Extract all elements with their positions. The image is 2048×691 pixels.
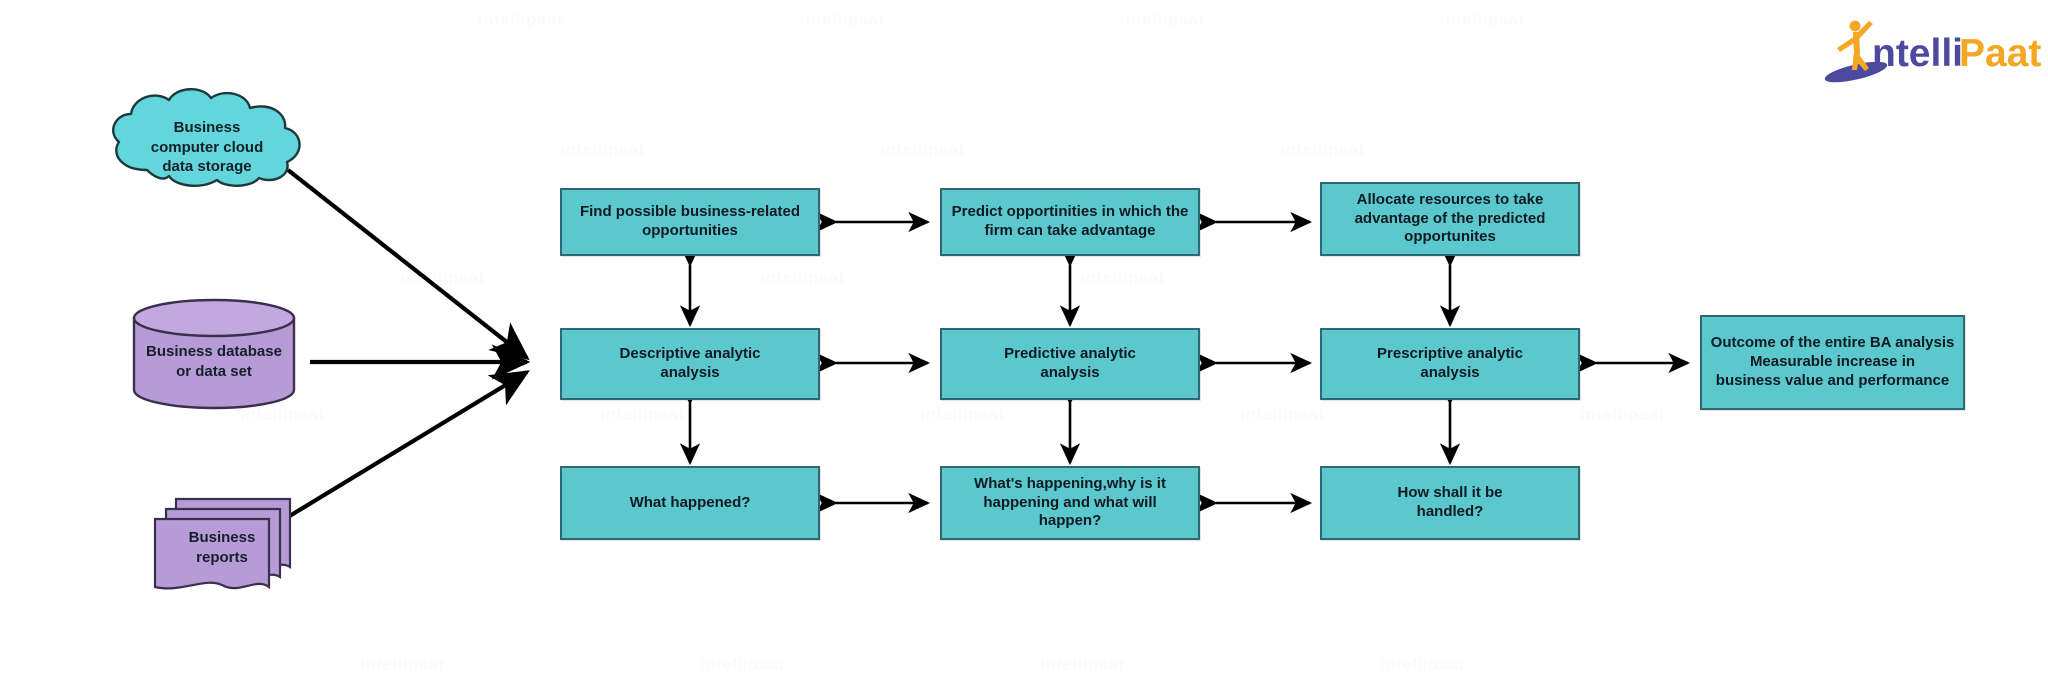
database-icon <box>132 298 296 410</box>
watermark: intellipaat <box>1080 268 1165 287</box>
intellipaat-logo: ntelli Paat <box>1824 14 2041 86</box>
watermark: intellipaat <box>360 655 445 674</box>
watermark: intellipaat <box>1580 405 1665 424</box>
watermark: intellipaat <box>700 655 785 674</box>
watermark: intellipaat <box>1280 140 1365 159</box>
watermark: intellipaat <box>760 268 845 287</box>
logo-text-primary: ntelli <box>1872 32 1963 75</box>
watermark: intellipaat <box>880 140 965 159</box>
watermark: intellipaat <box>560 140 645 159</box>
process-box-what-happened[interactable]: What happened? <box>560 466 820 540</box>
watermark: intellipaat <box>1040 655 1125 674</box>
watermark: intellipaat <box>1380 655 1465 674</box>
logo-text-accent: Paat <box>1959 32 2041 75</box>
watermark: intellipaat <box>1120 10 1205 29</box>
watermark: intellipaat <box>800 10 885 29</box>
watermark: intellipaat <box>600 405 685 424</box>
watermark: intellipaat <box>1240 405 1325 424</box>
cloud-icon <box>112 88 301 187</box>
watermark: intellipaat <box>920 405 1005 424</box>
source-cloud <box>105 88 310 187</box>
watermark: intellipaat <box>240 405 325 424</box>
source-reports <box>150 495 295 595</box>
watermark: intellipaat <box>1440 10 1525 29</box>
watermark: intellipaat <box>478 10 563 29</box>
source-database <box>130 298 298 410</box>
surfboard-shape <box>1824 61 1888 83</box>
figure-shape <box>1837 20 1873 71</box>
documents-icon <box>153 497 292 590</box>
